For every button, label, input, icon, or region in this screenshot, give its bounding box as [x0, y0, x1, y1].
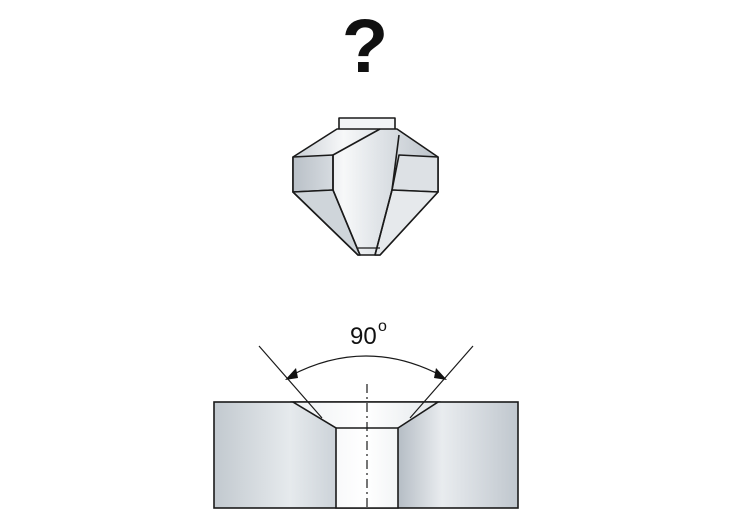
angle-degree-mark: o	[378, 318, 387, 335]
question-mark: ?	[341, 4, 389, 89]
tool-flute-right	[391, 154, 439, 193]
tool-flute-left	[292, 154, 334, 193]
arrowhead-right	[434, 368, 447, 380]
workpiece	[213, 401, 519, 509]
angle-arc	[289, 355, 443, 377]
tool-flute-edge-left	[332, 128, 381, 256]
countersink-tool	[292, 117, 439, 256]
tool-flute-edge-right	[374, 134, 400, 256]
angle-value: 90	[350, 323, 377, 350]
extension-line-right	[409, 345, 474, 419]
arrowhead-left	[285, 368, 298, 380]
extension-line-left	[258, 345, 323, 419]
